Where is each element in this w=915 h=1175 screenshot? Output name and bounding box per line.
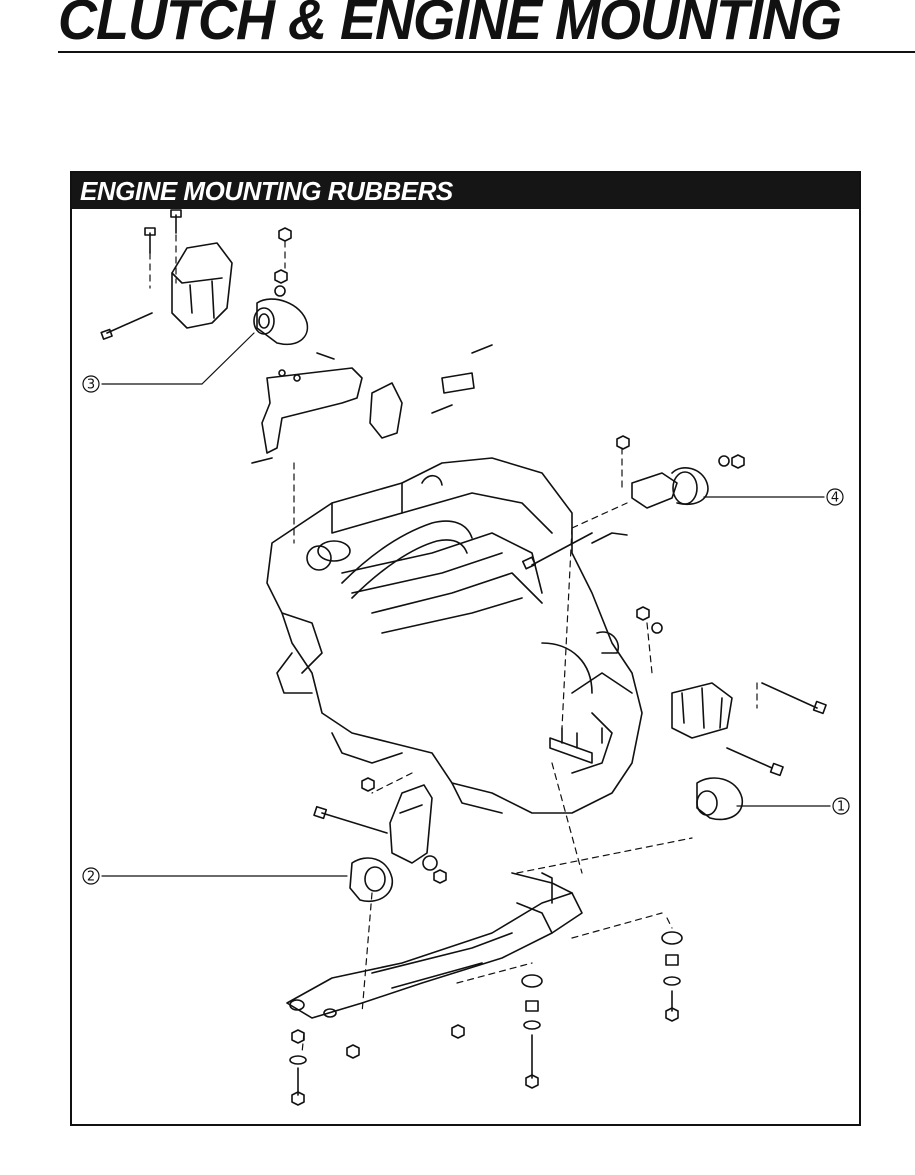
mount-4-assembly xyxy=(521,435,745,570)
lower-hardware xyxy=(289,931,683,1106)
engine-mount-diagram: 3 4 1 2 xyxy=(82,209,850,1106)
svg-text:1: 1 xyxy=(837,800,845,815)
crossmember xyxy=(286,872,583,1019)
callout-4: 4 xyxy=(826,488,844,506)
mount-2-assembly xyxy=(313,777,447,902)
callout-2: 2 xyxy=(82,867,100,885)
mount-3-assembly xyxy=(100,209,493,464)
section-header: ENGINE MOUNTING RUBBERS xyxy=(72,173,859,209)
svg-text:4: 4 xyxy=(831,491,839,506)
callout-3: 3 xyxy=(82,375,100,393)
title-rule xyxy=(58,51,915,53)
engine-block xyxy=(266,457,643,814)
callout-1: 1 xyxy=(832,797,850,815)
svg-text:3: 3 xyxy=(87,378,95,393)
diagram-panel: 3 4 1 2 ENGINE MOUNTING RUBBERS xyxy=(70,171,861,1126)
page-title: CLUTCH & ENGINE MOUNTING xyxy=(58,0,842,52)
svg-text:2: 2 xyxy=(87,870,95,885)
mount-1-assembly xyxy=(636,606,827,821)
